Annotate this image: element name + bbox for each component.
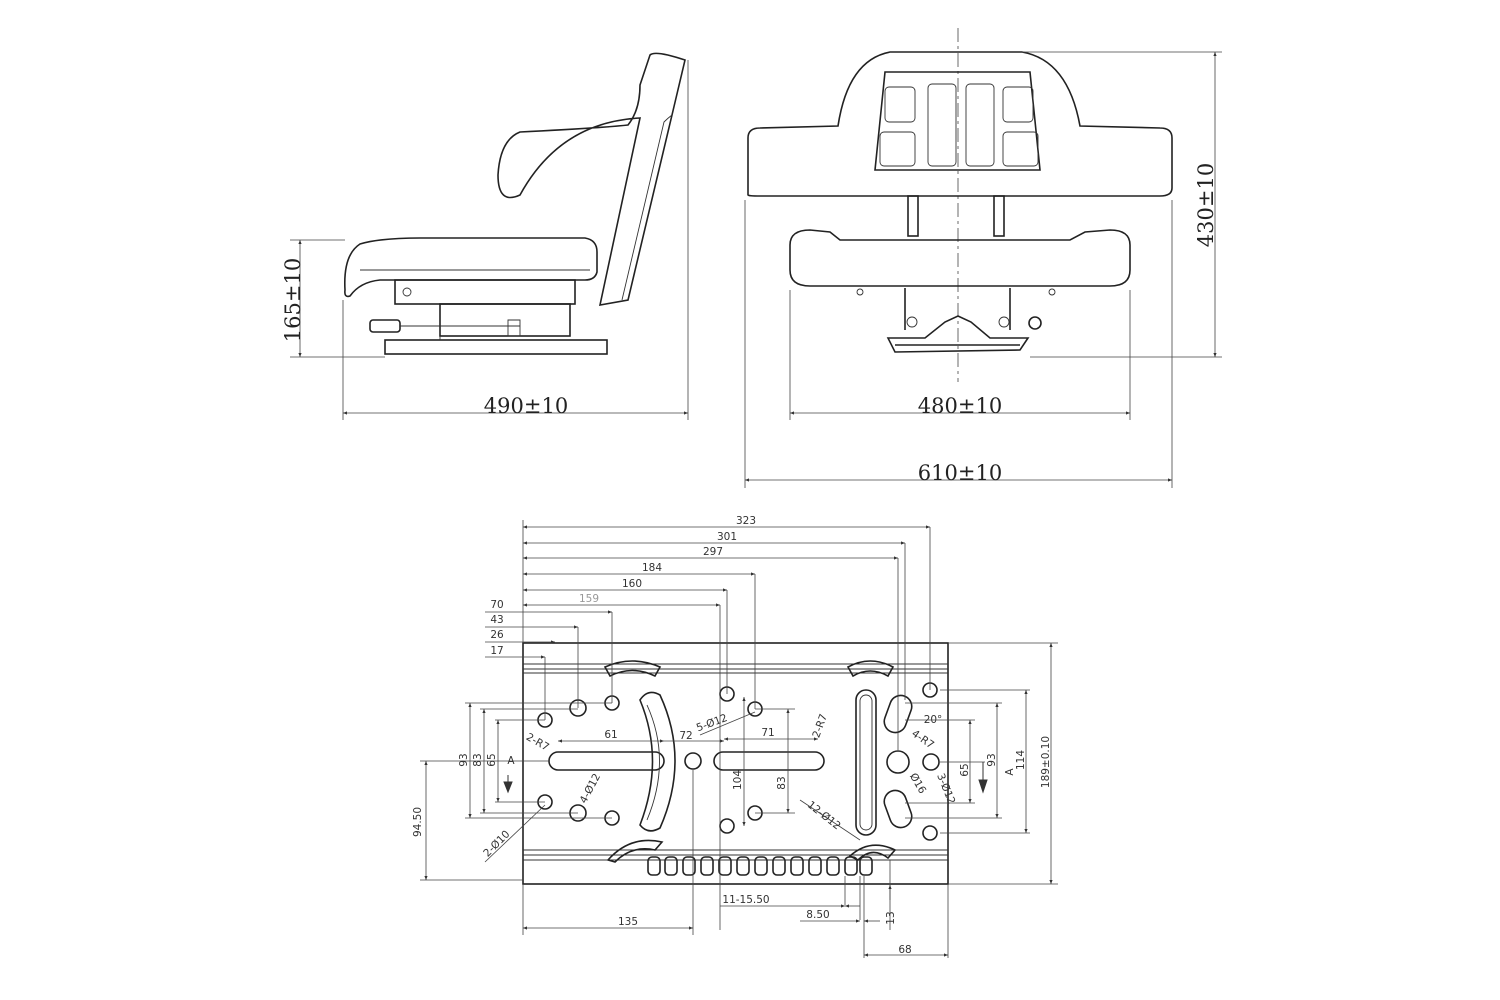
dim-68: 68 (898, 944, 911, 956)
dim-65-left: 65 (486, 753, 498, 766)
backrest-grille (874, 71, 1041, 171)
dim-83-left: 83 (472, 753, 484, 766)
mounting-holes (537, 682, 940, 841)
side-depth-dim: 490±10 (484, 394, 568, 418)
side-height-dim: 165±10 (281, 258, 305, 342)
dim-160: 160 (622, 578, 642, 590)
dim-94-50: 94.50 (412, 807, 424, 837)
dim-11-15-50: 11-15.50 (722, 894, 769, 906)
front-height-dim: 430±10 (1194, 163, 1218, 247)
dim-135: 135 (618, 916, 638, 928)
callout-3-d12: 3-Ø12 (934, 772, 957, 806)
backrest-side (497, 52, 686, 306)
backrest-front (747, 51, 1173, 197)
slot-left (548, 751, 665, 771)
suspension-mechanism (886, 288, 1030, 353)
dim-70: 70 (490, 599, 503, 611)
dim-323: 323 (736, 515, 756, 527)
dim-159: 159 (579, 593, 599, 605)
dim-65-right: 65 (959, 763, 971, 776)
callout-12-d12: 12-Ø12 (805, 799, 843, 832)
section-a-right: A (1004, 768, 1016, 776)
dim-61: 61 (604, 729, 617, 741)
seat-cushion-front (789, 229, 1131, 287)
dim-83-inner: 83 (776, 776, 788, 789)
callout-5-d12: 5-Ø12 (695, 712, 729, 734)
callout-2-r7-right: 2-R7 (810, 712, 830, 739)
dim-297: 297 (703, 546, 723, 558)
dim-301: 301 (717, 531, 737, 543)
dim-71: 71 (761, 727, 774, 739)
dim-104: 104 (732, 770, 744, 790)
curved-slot (639, 691, 676, 832)
base-plate-outline (522, 642, 949, 885)
dim-43: 43 (490, 614, 503, 626)
callout-d16: Ø16 (907, 771, 928, 796)
base-plate-side (384, 339, 608, 355)
adjust-lever (369, 319, 401, 333)
dim-17: 17 (490, 645, 503, 657)
dim-93-right: 93 (986, 753, 998, 766)
dim-26: 26 (490, 629, 504, 641)
dim-8-50: 8.50 (806, 909, 829, 921)
side-view: 165±10 490±10 (281, 52, 689, 420)
callout-4-d12: 4-Ø12 (578, 772, 604, 806)
callout-4-r7: 4-R7 (909, 728, 936, 752)
dim-184: 184 (642, 562, 662, 574)
slot-center (713, 751, 825, 771)
front-view: 480±10 610±10 430±10 (744, 28, 1222, 488)
section-a-left: A (507, 755, 515, 767)
front-overall-width-dim: 610±10 (918, 461, 1002, 485)
front-seat-width-dim: 480±10 (918, 394, 1002, 418)
dim-72: 72 (679, 730, 692, 742)
dim-189: 189±0.10 (1040, 736, 1052, 788)
dim-13: 13 (885, 911, 897, 924)
base-plate-view: 323 301 297 184 160 159 70 43 26 17 93 8… (412, 515, 1058, 958)
vertical-slot (855, 689, 877, 836)
callout-2-r7-left: 2-R7 (524, 731, 551, 754)
callout-2-d10: 2-Ø10 (481, 828, 512, 859)
dim-93-left: 93 (458, 753, 470, 766)
adjustment-slot-row (647, 856, 873, 876)
dim-114: 114 (1015, 750, 1027, 770)
seat-cushion-side (343, 237, 598, 298)
